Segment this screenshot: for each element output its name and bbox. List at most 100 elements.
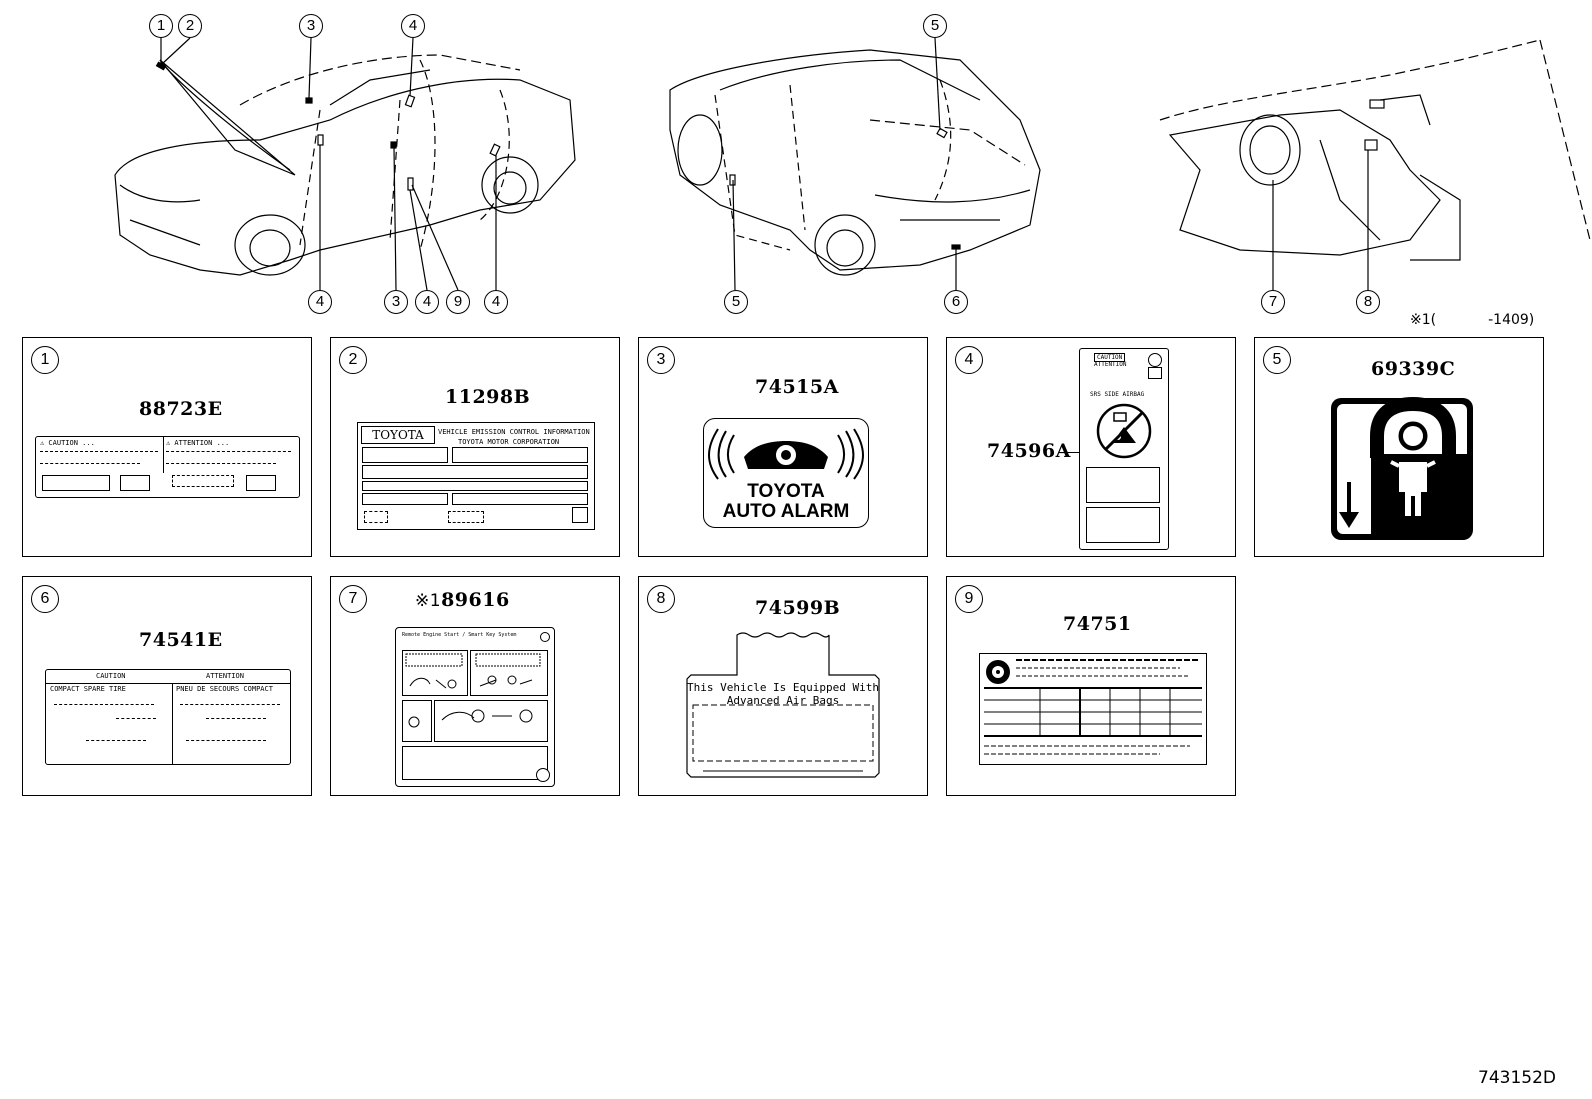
label-line-2: Advanced Air Bags: [726, 694, 840, 707]
part-number: 88723E: [139, 398, 223, 420]
caution-left: CAUTION: [96, 672, 126, 680]
step-box: [470, 650, 548, 696]
dashed-line: [206, 718, 266, 719]
label-panel-9: 9 74751: [946, 576, 1236, 796]
footnote-mark: ※1: [415, 591, 442, 611]
callout-2: 2: [178, 14, 202, 38]
dashed-line: [86, 740, 146, 741]
dashed-line: [54, 704, 154, 705]
text-block: [1086, 467, 1160, 503]
panel-number: 3: [647, 346, 675, 374]
row-box: [452, 493, 588, 505]
label-panel-4: 4 74596A CAUTION ATTENTION SRS SIDE AIRB…: [946, 337, 1236, 557]
callout-4: 4: [308, 290, 332, 314]
subtitle-left: COMPACT SPARE TIRE: [50, 685, 126, 693]
book-icon: [1148, 367, 1162, 379]
panel-number: 4: [955, 346, 983, 374]
diagram-id: 743152D: [1478, 1068, 1556, 1088]
indicator-circle: [540, 632, 550, 642]
divider: [172, 683, 173, 764]
part-number: 74751: [1063, 613, 1132, 635]
dashed-line: [40, 463, 140, 464]
label-line-2: AUTO ALARM: [722, 501, 850, 522]
label-panel-1: 1 88723E ⚠ CAUTION ... ⚠ ATTENTION ...: [22, 337, 312, 557]
label-74596A: CAUTION ATTENTION SRS SIDE AIRBAG: [1079, 348, 1169, 550]
tire-table-grid: [984, 659, 1202, 755]
label-panel-3: 3 74515A TOYOTA AUTO ALARM: [638, 337, 928, 557]
part-number: 11298B: [445, 386, 531, 408]
alarm-car-icon: [708, 428, 864, 480]
panel-number: 7: [339, 585, 367, 613]
car-front-view-illustration: [114, 37, 576, 291]
label-panel-6: 6 74541E CAUTION ATTENTION COMPACT SPARE…: [22, 576, 312, 796]
step-box: [402, 650, 468, 696]
tire-icon: [986, 660, 1010, 684]
row-box: [362, 493, 448, 505]
caution-right: ATTENTION: [206, 672, 244, 680]
part-number: 74596A: [987, 440, 1071, 462]
label-panel-7: 7 ※189616 Remote Engine Start / Smart Ke…: [330, 576, 620, 796]
panel-number: 6: [31, 585, 59, 613]
dashed-line: [180, 704, 280, 705]
part-number: ※189616: [415, 589, 510, 611]
box: [120, 475, 150, 491]
attention-text: ATTENTION: [1094, 361, 1127, 368]
box: [448, 511, 484, 523]
divider: [46, 683, 290, 684]
child-lock-icon: [1331, 396, 1473, 540]
panel-number: 5: [1263, 346, 1291, 374]
dashed-line: [116, 718, 156, 719]
dashed-line: [166, 451, 291, 452]
divider: [163, 437, 164, 473]
label-74751: [979, 653, 1207, 765]
car-rear-view-illustration: [669, 37, 1041, 291]
callout-5: 5: [724, 290, 748, 314]
box: [172, 475, 234, 487]
caution-text: CAUTION: [1094, 353, 1126, 362]
part-number: 69339C: [1371, 358, 1456, 380]
step-box: [402, 746, 548, 780]
label-line-1: TOYOTA: [747, 481, 825, 502]
row-box: [362, 481, 588, 491]
sub-text: TOYOTA MOTOR CORPORATION: [458, 438, 560, 446]
footnote: ※1(-1409): [1410, 312, 1534, 328]
no-child-seat-icon: [1096, 403, 1152, 459]
box: [364, 511, 388, 523]
part-number: 74541E: [139, 629, 223, 651]
callout-4: 4: [484, 290, 508, 314]
brand-box: TOYOTA: [361, 426, 435, 444]
hand-icons: [405, 653, 541, 728]
label-panel-5: 5 69339C: [1254, 337, 1544, 557]
callout-5: 5: [923, 14, 947, 38]
panel-number: 1: [31, 346, 59, 374]
callout-3: 3: [299, 14, 323, 38]
box: [572, 507, 588, 523]
row-box: [362, 465, 588, 479]
label-panel-8: 8 74599B This Vehicle Is Equipped With A…: [638, 576, 928, 796]
dashed-line: [40, 451, 158, 452]
dashed-line: [166, 463, 276, 464]
part-number: 74599B: [755, 597, 841, 619]
label-line-1: This Vehicle Is Equipped With: [686, 681, 880, 694]
warning-left: ⚠ CAUTION ...: [40, 439, 95, 447]
footnote-paren: (: [1430, 312, 1437, 328]
callout-6: 6: [944, 290, 968, 314]
box: [42, 475, 110, 491]
part-number: 74515A: [755, 376, 839, 398]
row-box: [452, 447, 588, 463]
interior-illustration: [1159, 39, 1591, 290]
srs-text: SRS SIDE AIRBAG: [1090, 391, 1145, 398]
leader-line: [1059, 452, 1079, 453]
callout-3: 3: [384, 290, 408, 314]
callout-8: 8: [1356, 290, 1380, 314]
box: [246, 475, 276, 491]
label-88723E: ⚠ CAUTION ... ⚠ ATTENTION ...: [35, 436, 300, 498]
panel-number: 9: [955, 585, 983, 613]
label-74599B-outline: [686, 632, 880, 778]
callout-4: 4: [415, 290, 439, 314]
callout-9: 9: [446, 290, 470, 314]
step-box: [402, 700, 432, 742]
warning-right: ⚠ ATTENTION ...: [166, 439, 230, 447]
label-74541E: CAUTION ATTENTION COMPACT SPARE TIRE PNE…: [45, 669, 291, 765]
info-icon: [1148, 353, 1162, 367]
